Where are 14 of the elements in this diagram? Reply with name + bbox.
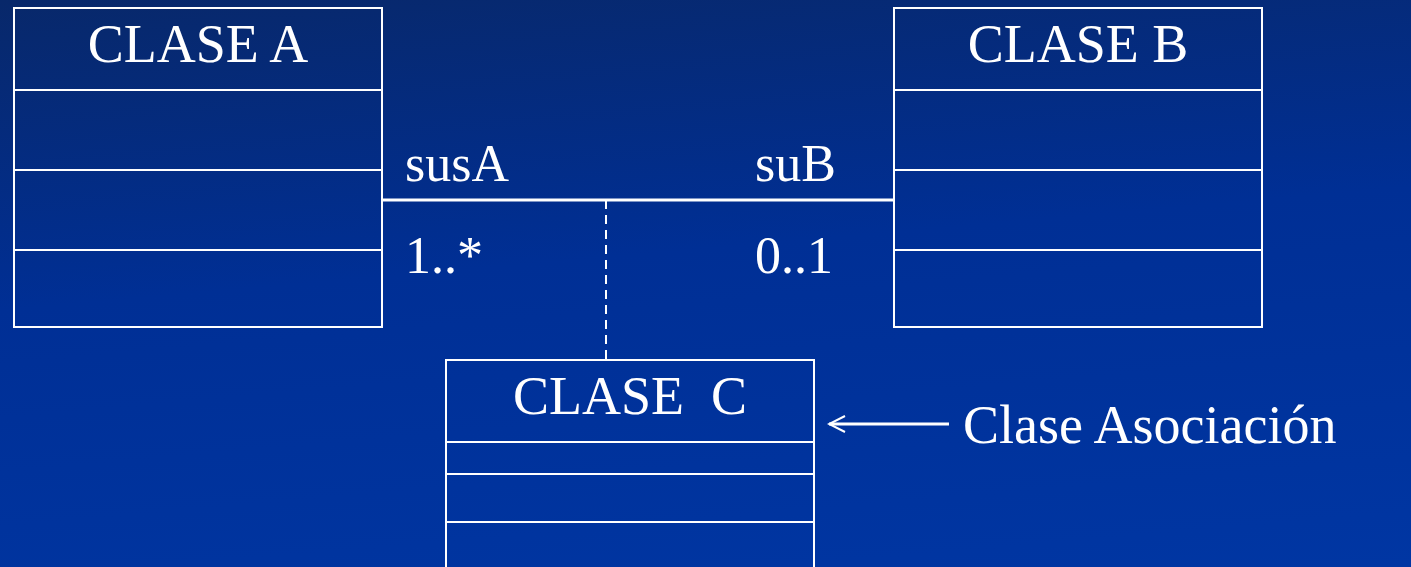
annotation-text: Clase Asociación bbox=[963, 398, 1337, 452]
association-line bbox=[383, 198, 893, 202]
multiplicity-label: 1..* bbox=[405, 230, 483, 282]
class-name: CLASE C bbox=[512, 369, 747, 423]
class-name: CLASE B bbox=[967, 17, 1189, 71]
class-box bbox=[13, 7, 383, 328]
role-name: suB bbox=[755, 138, 836, 190]
arrow bbox=[828, 415, 949, 433]
dashed-connector bbox=[605, 199, 607, 360]
role-name: susA bbox=[405, 138, 510, 190]
multiplicity-label: 0..1 bbox=[755, 230, 833, 282]
class-box bbox=[445, 359, 815, 567]
class-box bbox=[893, 7, 1263, 328]
class-name: CLASE A bbox=[87, 17, 309, 71]
